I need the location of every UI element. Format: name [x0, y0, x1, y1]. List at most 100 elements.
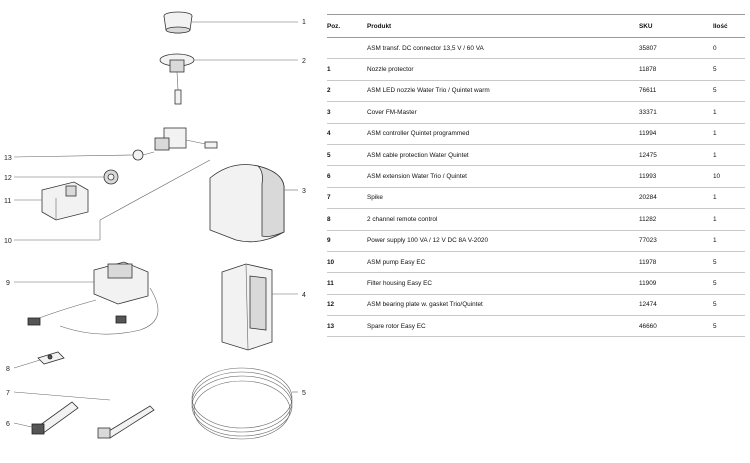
cell-poz: 3 — [327, 101, 367, 124]
part-2-led-nozzle — [159, 53, 195, 105]
cell-sku: 33371 — [639, 101, 713, 124]
cell-qty: 1 — [713, 208, 745, 231]
cell-qty: 5 — [713, 80, 745, 103]
part-10-pump — [154, 127, 218, 151]
cell-qty: 1 — [713, 187, 745, 210]
part-7-spike — [97, 405, 155, 439]
cell-product: Filter housing Easy EC — [367, 272, 639, 295]
cell-product: Spare rotor Easy EC — [367, 315, 639, 338]
callout-5: 5 — [302, 390, 306, 397]
part-6-extension — [31, 401, 79, 435]
callout-12: 12 — [4, 175, 12, 182]
cell-qty: 5 — [713, 315, 745, 338]
cell-sku: 11978 — [639, 251, 713, 274]
cell-product: Spike — [367, 187, 639, 210]
cell-sku: 11993 — [639, 165, 713, 188]
callout-13: 13 — [4, 155, 12, 162]
callout-1: 1 — [302, 19, 306, 26]
cell-product: ASM cable protection Water Quintet — [367, 144, 639, 167]
cell-poz: 13 — [327, 315, 367, 338]
cell-qty: 1 — [713, 230, 745, 252]
part-5-cable-protection — [191, 367, 293, 440]
cell-qty: 5 — [713, 272, 745, 295]
cell-poz: 6 — [327, 165, 367, 188]
cell-sku: 12474 — [639, 294, 713, 317]
part-1-nozzle-protector — [163, 11, 193, 34]
exploded-parts-diagram: 1 2 3 4 5 6 7 8 9 10 11 12 13 — [4, 11, 306, 440]
cell-sku: 12475 — [639, 144, 713, 167]
callout-7: 7 — [6, 390, 10, 397]
header-qty: Ilość — [713, 14, 745, 38]
cell-qty: 10 — [713, 165, 745, 188]
cell-sku: 11909 — [639, 272, 713, 295]
cell-poz: 5 — [327, 144, 367, 167]
cell-sku: 46660 — [639, 315, 713, 338]
cell-qty: 5 — [713, 251, 745, 274]
cell-product: ASM pump Easy EC — [367, 251, 639, 274]
header-poz: Poz. — [327, 14, 367, 38]
callout-2: 2 — [302, 58, 306, 65]
cell-product: ASM extension Water Trio / Quintet — [367, 165, 639, 188]
cell-poz: 1 — [327, 58, 367, 81]
part-3-cover — [209, 164, 285, 243]
part-11-filter-housing — [41, 181, 89, 221]
cell-product: ASM LED nozzle Water Trio / Quintet warm — [367, 80, 639, 103]
cell-product: Nozzle protector — [367, 58, 639, 81]
cell-sku: 11282 — [639, 208, 713, 231]
cell-product: Cover FM-Master — [367, 101, 639, 124]
cell-poz: 11 — [327, 272, 367, 295]
part-4-controller — [221, 263, 273, 351]
callout-8: 8 — [6, 366, 10, 373]
callout-11: 11 — [4, 198, 11, 205]
cell-sku: 20284 — [639, 187, 713, 210]
callout-6: 6 — [6, 421, 10, 428]
cell-product: ASM transf. DC connector 13,5 V / 60 VA — [367, 37, 639, 60]
part-13-spare-rotor — [132, 149, 155, 161]
part-9-power-supply — [27, 261, 159, 335]
part-12-bearing-plate — [103, 169, 119, 185]
cell-poz: 9 — [327, 230, 367, 252]
parts-table: Poz. Produkt SKU Ilość ASM transf. DC co… — [327, 14, 745, 338]
cell-poz: 4 — [327, 123, 367, 145]
part-8-remote-control — [37, 351, 65, 365]
cell-sku: 11878 — [639, 58, 713, 81]
cell-product: ASM bearing plate w. gasket Trio/Quintet — [367, 294, 639, 317]
cell-qty: 5 — [713, 294, 745, 317]
callout-3: 3 — [302, 188, 306, 195]
callout-4: 4 — [302, 292, 306, 299]
cell-sku: 35807 — [639, 37, 713, 60]
cell-sku: 77023 — [639, 230, 713, 252]
header-product: Produkt — [367, 14, 639, 38]
cell-sku: 76611 — [639, 80, 713, 103]
cell-qty: 0 — [713, 37, 745, 60]
cell-product: ASM controller Quintet programmed — [367, 123, 639, 145]
callout-9: 9 — [6, 280, 10, 287]
cell-qty: 1 — [713, 123, 745, 145]
cell-product: 2 channel remote control — [367, 208, 639, 231]
cell-poz: 8 — [327, 208, 367, 231]
cell-qty: 5 — [713, 58, 745, 81]
cell-poz: 2 — [327, 80, 367, 103]
cell-poz — [327, 37, 367, 60]
cell-sku: 11994 — [639, 123, 713, 145]
cell-qty: 1 — [713, 144, 745, 167]
table-header-row: Poz. Produkt SKU Ilość — [327, 14, 745, 38]
callout-10: 10 — [4, 238, 12, 245]
cell-poz: 10 — [327, 251, 367, 274]
cell-qty: 1 — [713, 101, 745, 124]
cell-poz: 7 — [327, 187, 367, 210]
